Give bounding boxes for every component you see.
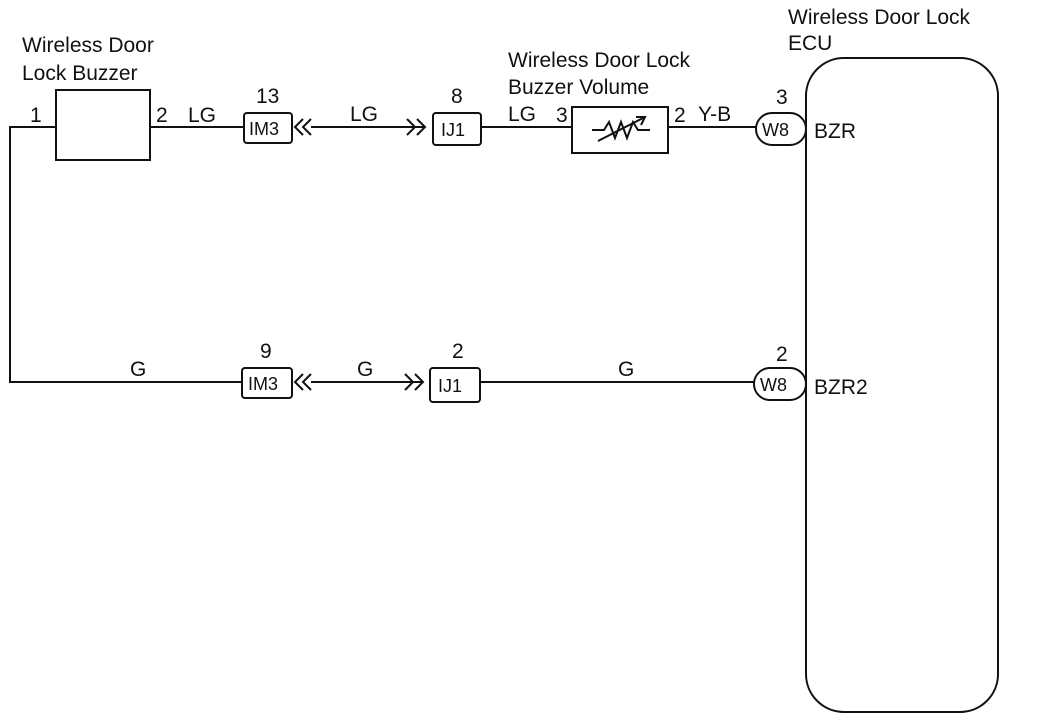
ecu-title-line2: ECU	[788, 32, 832, 55]
volume-title-line2: Buzzer Volume	[508, 76, 649, 99]
upper-im3-chevron-icon	[293, 118, 304, 136]
wire-buzzer-loop	[9, 126, 242, 383]
lower-im3-connector	[241, 367, 293, 399]
lower-ij1-connector	[429, 367, 481, 403]
ecu-terminal-bzr2: BZR2	[814, 376, 868, 399]
wire-upper-buzzer-im3-color: LG	[188, 104, 216, 127]
upper-ij1-connector	[432, 112, 482, 146]
wire-upper-im3-ij1-color: LG	[350, 103, 378, 126]
wire-upper-volume-w8-color: Y-B	[698, 103, 731, 126]
volume-pin3-label: 3	[556, 104, 568, 127]
lower-ij1-chevron-icon	[414, 373, 425, 391]
lower-w8-pin: 2	[776, 343, 788, 366]
lower-w8-label: W8	[760, 375, 787, 395]
volume-pin2-label: 2	[674, 104, 686, 127]
ecu-component	[805, 57, 999, 713]
upper-im3-chevron-icon	[301, 118, 312, 136]
lower-ij1-pin: 2	[452, 340, 464, 363]
upper-ij1-chevron-icon	[416, 118, 427, 136]
variable-resistor-arrowhead-icon	[636, 116, 647, 126]
upper-ij1-label: IJ1	[441, 120, 465, 140]
wire-lower-im3-ij1-color: G	[357, 358, 373, 381]
upper-im3-connector	[243, 112, 293, 144]
lower-im3-chevron-icon	[301, 373, 312, 391]
ecu-title-line1: Wireless Door Lock	[788, 6, 971, 29]
lower-ij1-label: IJ1	[438, 376, 462, 396]
wire-lower-buzzer-im3-color: G	[130, 358, 146, 381]
upper-w8-label: W8	[762, 120, 789, 140]
buzzer-title-line1: Wireless Door	[22, 34, 154, 57]
volume-title-line1: Wireless Door Lock	[508, 49, 691, 72]
buzzer-pin1-label: 1	[30, 104, 42, 127]
upper-ij1-pin: 8	[451, 85, 463, 108]
buzzer-component	[55, 89, 151, 161]
ecu-terminal-bzr: BZR	[814, 120, 856, 143]
variable-resistor-arrow-icon	[597, 116, 646, 142]
wire-lower-ij1-w8-color: G	[618, 358, 634, 381]
variable-resistor-icon	[592, 119, 650, 141]
upper-ij1-chevron-icon	[406, 118, 417, 136]
lower-im3-pin: 9	[260, 340, 272, 363]
upper-im3-pin: 13	[256, 85, 279, 108]
lower-ij1-chevron-icon	[404, 373, 415, 391]
lower-im3-chevron-icon	[293, 373, 304, 391]
upper-w8-pin: 3	[776, 86, 788, 109]
upper-im3-label: IM3	[249, 119, 279, 139]
wire-upper-ij1-volume-color: LG	[508, 103, 536, 126]
buzzer-pin2-label: 2	[156, 104, 168, 127]
buzzer-title-line2: Lock Buzzer	[22, 62, 138, 85]
lower-im3-label: IM3	[248, 374, 278, 394]
